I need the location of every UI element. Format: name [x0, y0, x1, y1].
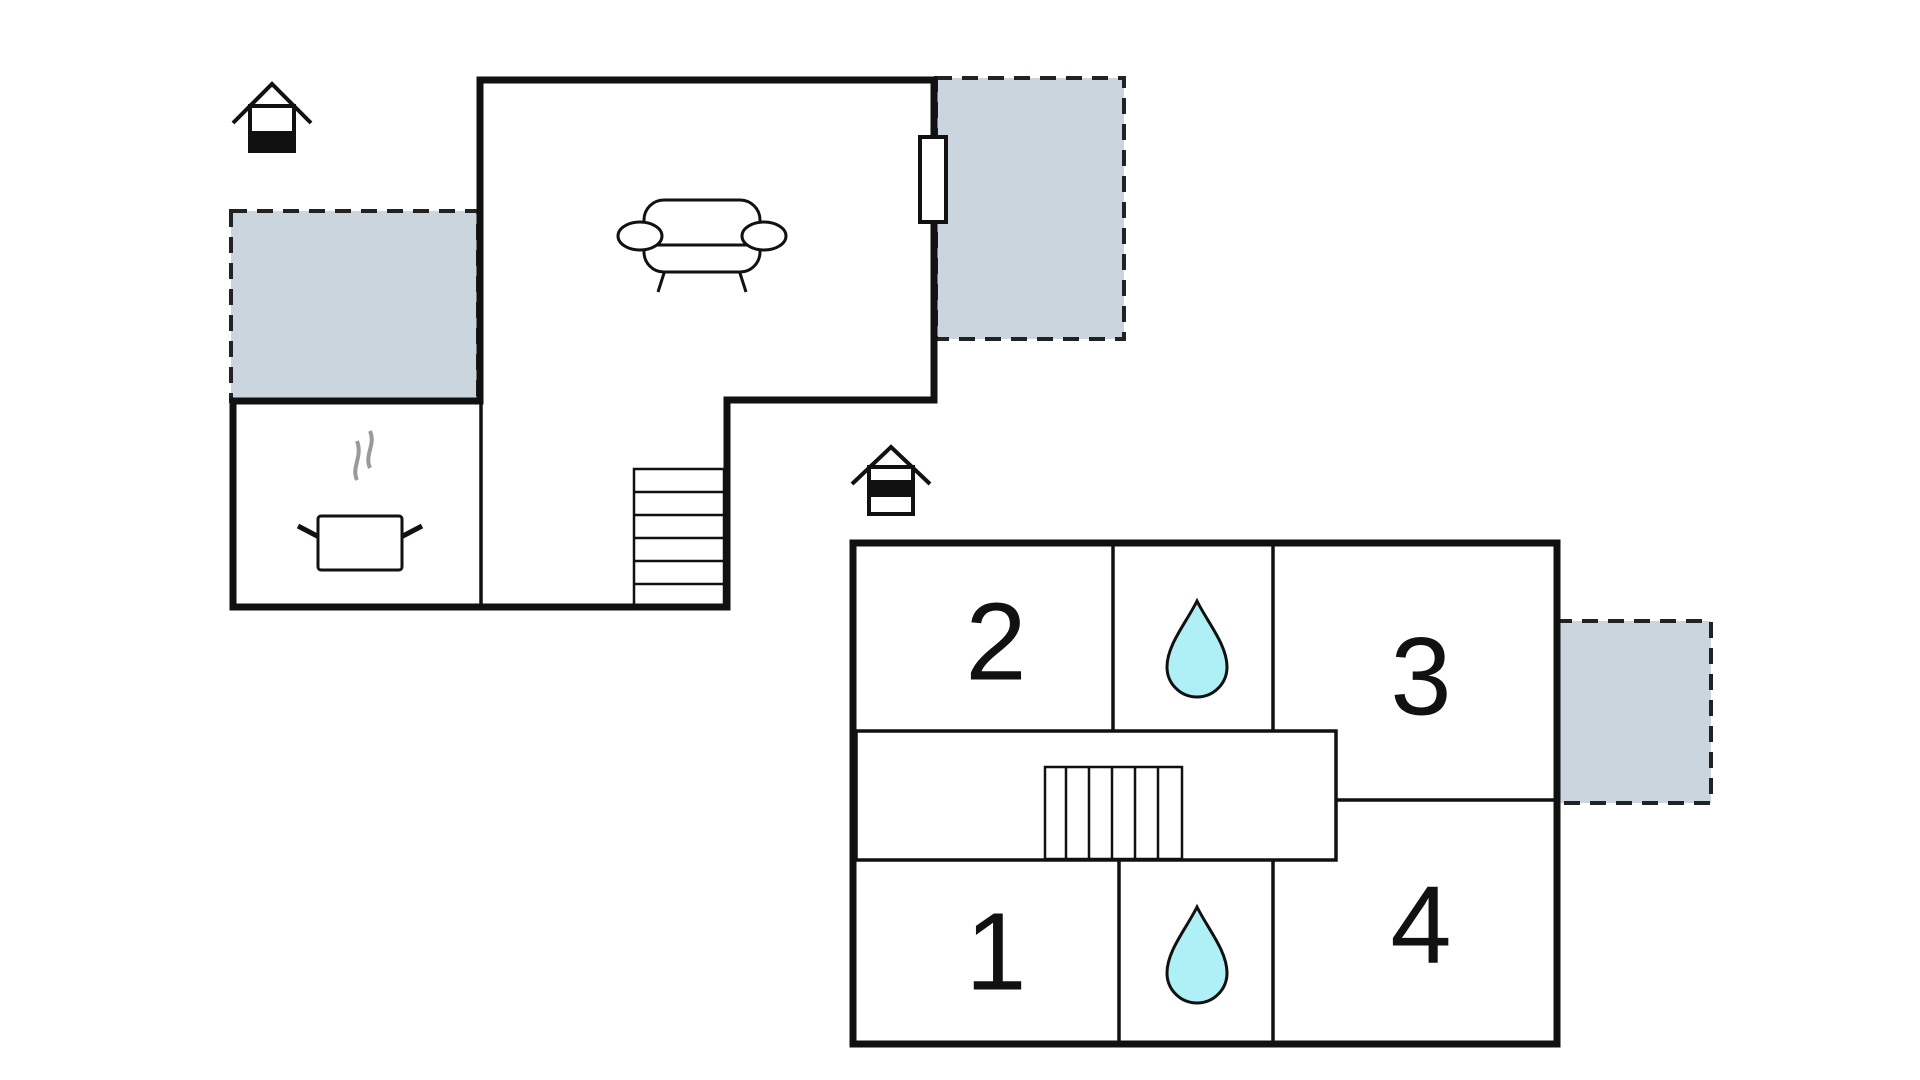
- sofa-icon: [616, 198, 788, 293]
- terrace-upper: [1554, 619, 1713, 805]
- bedroom-3-label: 3: [1390, 616, 1451, 739]
- bedroom-1-label: 1: [965, 891, 1026, 1014]
- cooking-pot-icon: [296, 430, 424, 572]
- ground-floor: [229, 76, 1126, 611]
- upper-floor: 2 3 1 4: [849, 444, 1713, 1048]
- upper-floor-outline: [849, 539, 1561, 1048]
- house-upper-floor-icon: [850, 444, 932, 516]
- stairs-icon: [632, 467, 726, 609]
- window: [918, 135, 948, 224]
- terrace-left: [229, 209, 480, 403]
- stairs-icon: [1043, 765, 1184, 861]
- bedroom-4-label: 4: [1390, 864, 1451, 987]
- terrace-right: [934, 76, 1126, 341]
- hallway: [854, 729, 1338, 862]
- water-drop-icon: [1165, 597, 1229, 699]
- water-drop-icon: [1165, 903, 1229, 1005]
- bedroom-2-label: 2: [965, 581, 1026, 704]
- house-ground-floor-icon: [231, 81, 313, 153]
